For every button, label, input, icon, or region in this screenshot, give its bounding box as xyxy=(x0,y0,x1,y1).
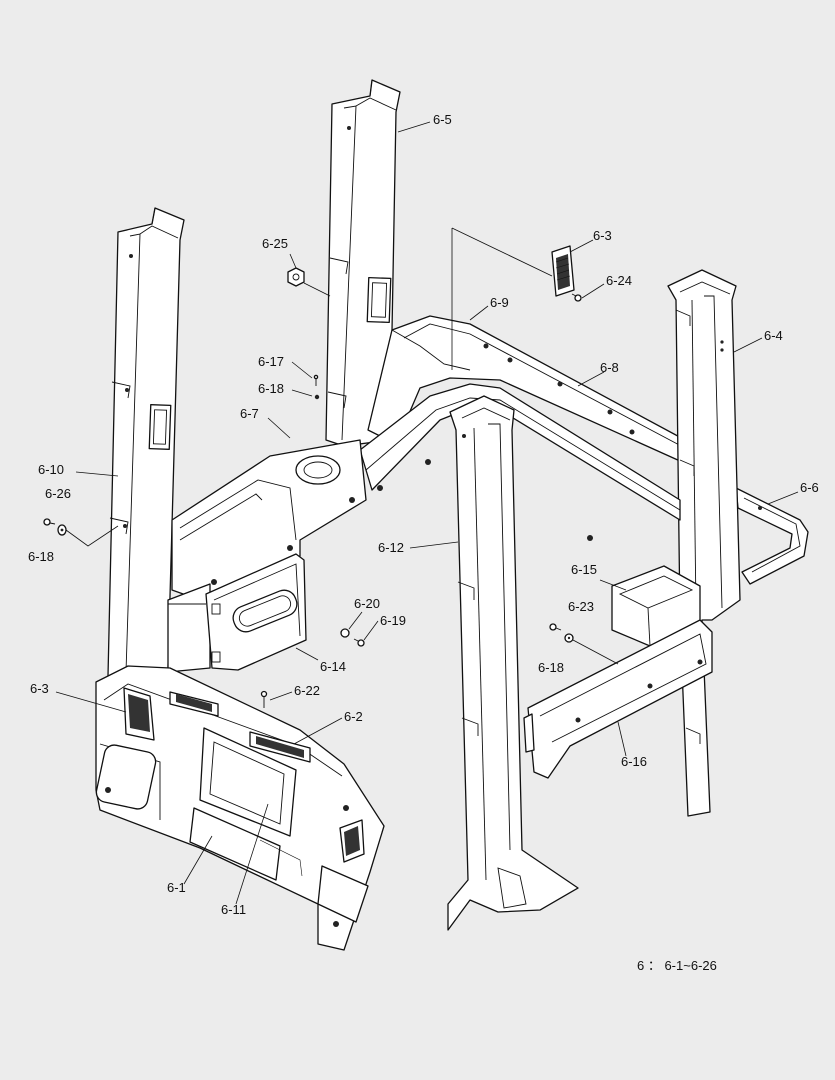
assembly-note: 6 ： 6-1~6-26 xyxy=(637,958,717,973)
leader-lines xyxy=(55,121,799,905)
frame-6-6 xyxy=(735,487,809,585)
vent-6-3-lower xyxy=(123,687,365,863)
callout-6-12: 6-12 xyxy=(378,540,404,555)
vent-6-2 xyxy=(169,691,311,763)
left-side-trim xyxy=(167,583,211,673)
bar-6-16 xyxy=(523,619,713,779)
callout-6-11: 6-11 xyxy=(221,902,246,917)
nut-6-25 xyxy=(287,267,305,287)
upper-frame-6-8-6-9 xyxy=(367,315,701,471)
upper-vent-6-3 xyxy=(551,245,575,297)
callout-6-2: 6-2 xyxy=(344,709,363,724)
callout-6-23: 6-23 xyxy=(568,599,594,614)
callout-6-5: 6-5 xyxy=(433,112,452,127)
washer-6-18-right xyxy=(564,633,574,643)
callout-6-20: 6-20 xyxy=(354,596,380,611)
callout-6-3-upper: 6-3 xyxy=(593,228,612,243)
callout-6-8: 6-8 xyxy=(600,360,619,375)
callout-6-18-right: 6-18 xyxy=(538,660,564,675)
callout-6-18-upper: 6-18 xyxy=(258,381,284,396)
callout-6-25: 6-25 xyxy=(262,236,288,251)
washer-6-20 xyxy=(340,628,350,638)
washer-6-18-upper xyxy=(314,394,320,400)
callout-6-9: 6-9 xyxy=(490,295,509,310)
callout-6-1: 6-1 xyxy=(167,880,186,895)
console-6-7 xyxy=(171,439,367,601)
callout-6-4: 6-4 xyxy=(764,328,783,343)
callout-6-10: 6-10 xyxy=(38,462,64,477)
washer-6-18-left xyxy=(57,524,67,536)
callout-6-6: 6-6 xyxy=(800,480,819,495)
callout-6-17: 6-17 xyxy=(258,354,284,369)
callout-6-7: 6-7 xyxy=(240,406,259,421)
screw-6-17 xyxy=(313,374,319,386)
screw-6-26 xyxy=(43,518,56,526)
screw-6-23 xyxy=(549,623,562,631)
screw-6-19 xyxy=(353,638,365,647)
callout-6-15: 6-15 xyxy=(571,562,597,577)
front-pillar-6-12 xyxy=(447,395,579,931)
callout-6-14: 6-14 xyxy=(320,659,346,674)
cover-6-14 xyxy=(205,553,307,671)
callout-6-22: 6-22 xyxy=(294,683,320,698)
callout-6-19: 6-19 xyxy=(380,613,406,628)
left-pillar-6-10 xyxy=(107,207,185,677)
center-pillar-6-5 xyxy=(325,79,401,447)
callout-6-3-lower: 6-3 xyxy=(30,681,49,696)
lower-panel-6-1 xyxy=(95,665,385,951)
screw-6-22 xyxy=(260,690,268,708)
callout-6-26: 6-26 xyxy=(45,486,71,501)
callout-labels: 6-5 6-25 6-3 6-24 6-9 6-4 6-8 6-17 6-18 … xyxy=(28,112,819,917)
callout-6-16: 6-16 xyxy=(621,754,647,769)
screw-6-24 xyxy=(571,293,582,302)
callout-6-18-left: 6-18 xyxy=(28,549,54,564)
callout-6-24: 6-24 xyxy=(606,273,632,288)
right-pillar-6-4 xyxy=(667,269,741,817)
